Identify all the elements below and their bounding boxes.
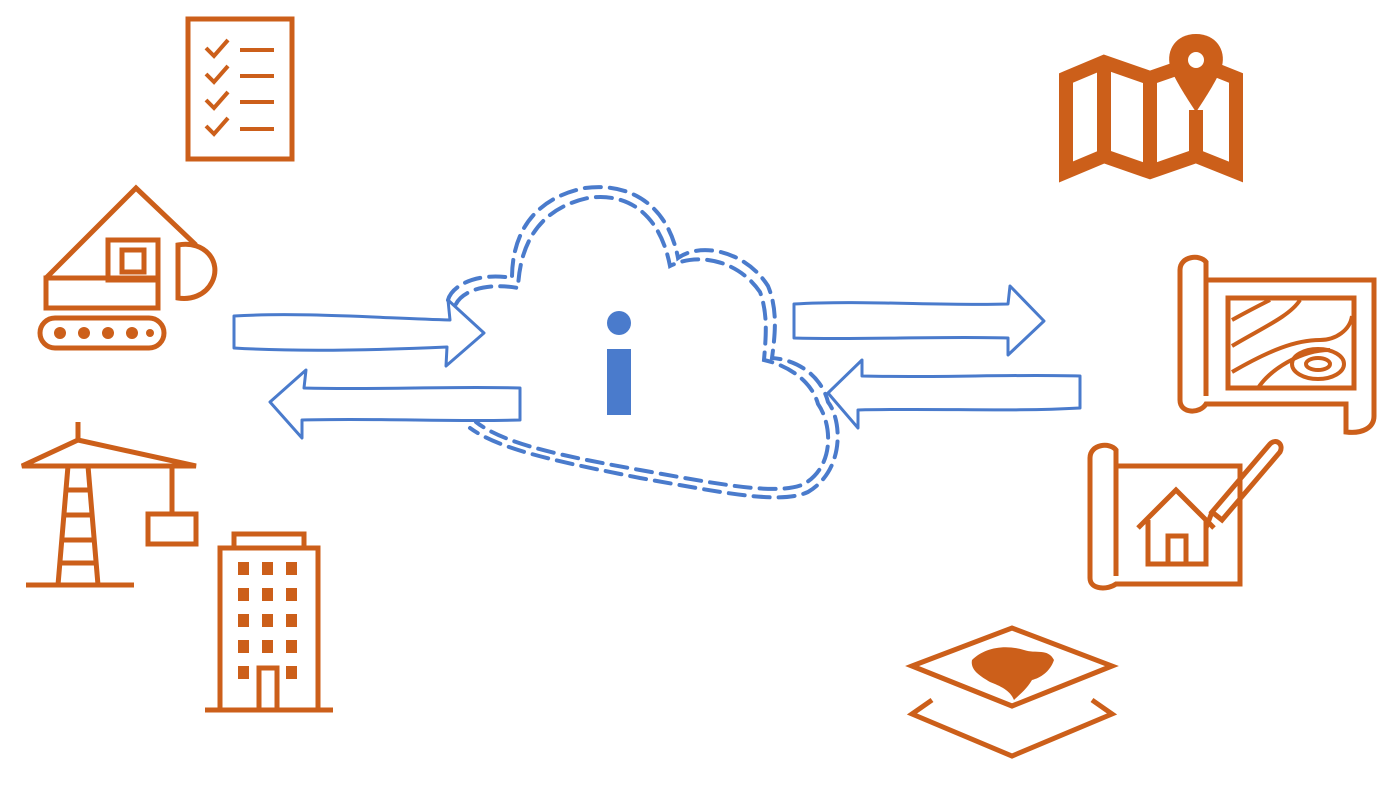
info-stem bbox=[607, 349, 631, 415]
cloud-to-left-arrow bbox=[268, 368, 522, 440]
cloud-icon bbox=[446, 185, 840, 500]
map-layers-icon bbox=[905, 625, 1119, 759]
info-dot bbox=[607, 311, 631, 335]
information-icon bbox=[607, 311, 631, 415]
cloud-outline-inner bbox=[454, 195, 831, 491]
cloud-outline-outer bbox=[446, 185, 840, 500]
house-blueprint-icon bbox=[1087, 439, 1284, 591]
office-building-icon bbox=[205, 531, 333, 713]
arrow-right-shape bbox=[792, 284, 1046, 357]
arrow-left-shape bbox=[268, 368, 522, 440]
map-pin-icon bbox=[1059, 34, 1243, 183]
right-to-cloud-arrow bbox=[826, 358, 1082, 430]
left-to-cloud-arrow bbox=[232, 298, 486, 368]
topographic-map-icon bbox=[1177, 254, 1377, 435]
excavator-icon bbox=[37, 184, 218, 351]
tower-crane-icon bbox=[20, 422, 199, 588]
arrow-left-shape bbox=[826, 358, 1082, 430]
arrow-right-shape bbox=[232, 298, 486, 368]
cloud-to-right-arrow bbox=[792, 284, 1046, 357]
checklist-icon bbox=[185, 16, 295, 162]
